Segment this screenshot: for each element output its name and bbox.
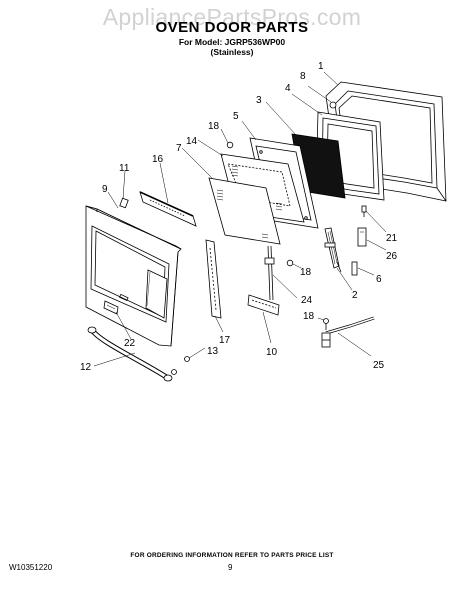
callout-4: 4 (285, 83, 291, 94)
part-bottom-bracket (247, 294, 280, 316)
part-handle-screws (171, 356, 190, 375)
callout-13: 13 (207, 346, 219, 357)
callout-16: 16 (152, 154, 164, 165)
part-hinge-lever (321, 316, 375, 348)
leader-lines (93, 71, 387, 367)
callout-numbers: 1 2 3 4 5 6 7 8 9 10 11 12 13 14 16 17 1… (80, 61, 398, 373)
callout-3: 3 (256, 95, 262, 106)
callout-22: 22 (124, 338, 136, 349)
callout-5: 5 (233, 111, 239, 122)
callout-26: 26 (386, 251, 398, 262)
part-door-handle (87, 326, 173, 382)
callout-2: 2 (352, 290, 358, 301)
part-bolt (329, 101, 337, 109)
callout-12: 12 (80, 362, 92, 373)
callout-1: 1 (318, 61, 324, 72)
callout-17: 17 (219, 335, 231, 346)
callout-6: 6 (376, 274, 382, 285)
callout-8: 8 (300, 71, 306, 82)
part-vent-trim (139, 191, 197, 227)
part-hinge-clip (351, 261, 358, 276)
callout-18-bottom: 18 (303, 311, 315, 322)
part-hinge-rod (264, 245, 275, 301)
callout-25: 25 (373, 360, 385, 371)
part-pin (361, 205, 367, 217)
watermark: AppliancePartsPros.com (102, 4, 362, 30)
model-line: For Model: JGRP536WP00 (178, 37, 286, 47)
callout-11: 11 (119, 163, 130, 174)
callout-14: 14 (186, 136, 198, 147)
part-side-trim (205, 239, 222, 319)
part-outer-door-panel (85, 205, 182, 347)
part-screw-bottom (323, 318, 329, 330)
callout-21: 21 (386, 233, 398, 244)
part-door-hinge (324, 227, 342, 273)
part-screw-middle (286, 259, 294, 267)
ordering-note: FOR ORDERING INFORMATION REFER TO PARTS … (130, 552, 334, 559)
callout-18-top: 18 (208, 121, 220, 132)
callout-7: 7 (176, 143, 182, 154)
callout-10: 10 (266, 347, 278, 358)
callout-24: 24 (301, 295, 313, 306)
document-code: W10351220 (9, 563, 53, 572)
page-title: OVEN DOOR PARTS (155, 19, 309, 36)
finish-line: (Stainless) (210, 47, 254, 57)
callout-9: 9 (102, 184, 108, 195)
part-hinge-receiver (357, 227, 367, 247)
page-number: 9 (228, 563, 233, 572)
part-outer-glass (208, 177, 281, 245)
callout-18-middle: 18 (300, 267, 312, 278)
part-screw-top (226, 141, 234, 149)
part-clip (119, 197, 129, 209)
